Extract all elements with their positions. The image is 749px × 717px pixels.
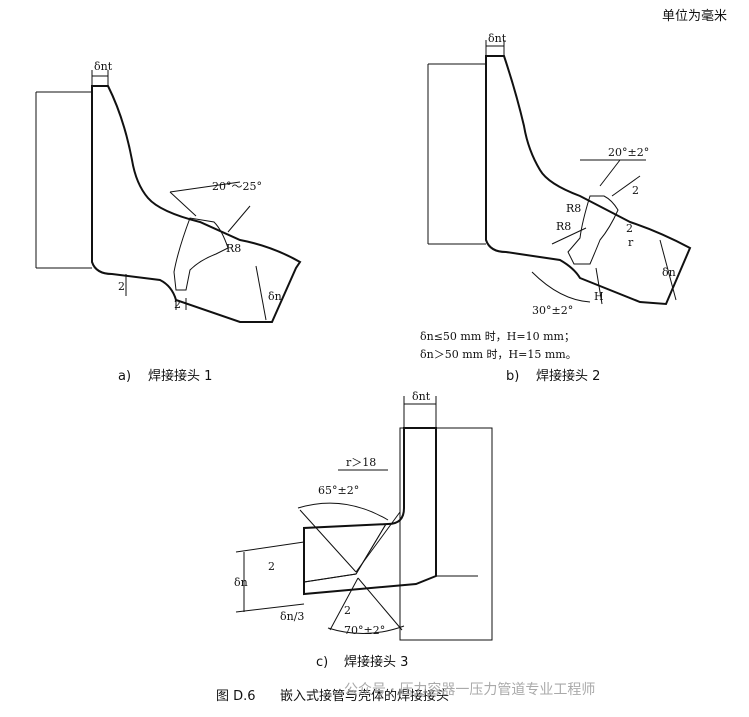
panel-b-label: b) (506, 369, 519, 384)
panel-c-third: δn/3 (280, 610, 304, 623)
panel-a-land: 2 (174, 298, 181, 311)
figure-title: 嵌入式接管与壳体的焊接接头 (280, 688, 449, 704)
panel-c-top-angle: 65°±2° (318, 484, 359, 497)
panel-b-bottom-angle: 30°±2° (532, 304, 573, 317)
panel-b-top-angle: 20°±2° (608, 146, 649, 159)
panel-b-weld (567, 195, 619, 265)
panel-c-radius: r＞18 (346, 456, 376, 469)
panel-c-shell-thickness: δn (234, 576, 248, 589)
panel-b-note-1: δn≤50 mm 时，H=10 mm； (420, 330, 575, 343)
panel-a-shell-thickness: δn (268, 290, 282, 303)
unit-note: 单位为毫米 (662, 8, 727, 24)
panel-c-weld (303, 523, 387, 583)
panel-b-drawing (427, 40, 692, 306)
panel-c-caption: 焊接接头 3 (344, 654, 408, 670)
panel-c-bottom-angle: 70°±2° (344, 624, 385, 637)
panel-c-drawing (235, 396, 493, 641)
panel-c-label: c) (316, 655, 328, 670)
panel-c-gap-b: 2 (344, 604, 351, 617)
panel-b-caption: 焊接接头 2 (536, 368, 600, 384)
watermark: 公众号 · 压力容器一压力管道专业工程师 (344, 681, 595, 698)
panel-b-nozzle-thickness: δnt (488, 32, 507, 45)
panel-b-shell-thickness: δn (662, 266, 676, 279)
panel-a-weld (173, 217, 229, 291)
panel-a-bevel-angle: 20°～25° (212, 180, 262, 193)
panel-b-r: r (628, 236, 634, 249)
figure-number: 图 D.6 (216, 689, 256, 704)
panel-b-gap-b: 2 (626, 222, 633, 235)
panel-b-radius-b: R8 (556, 220, 571, 233)
panel-b-H: H (594, 290, 604, 303)
panel-a-gap: 2 (118, 280, 125, 293)
panel-b-radius-a: R8 (566, 202, 581, 215)
panel-a-nozzle-thickness: δnt (94, 60, 113, 73)
panel-a-label: a) (118, 369, 131, 384)
panel-b-gap-a: 2 (632, 184, 639, 197)
panel-c-gap-a: 2 (268, 560, 275, 573)
panel-a-drawing (35, 70, 302, 323)
panel-b-note-2: δn＞50 mm 时，H=15 mm。 (420, 348, 577, 361)
panel-a-radius: R8 (226, 242, 241, 255)
panel-c-nozzle-thickness: δnt (412, 390, 431, 403)
panel-a-caption: 焊接接头 1 (148, 368, 212, 384)
